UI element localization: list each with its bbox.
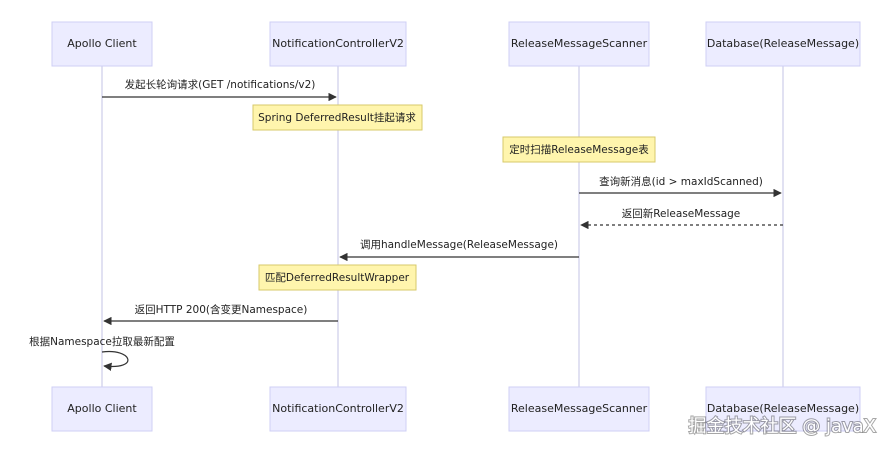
- watermark: 掘金技术社区 @ javaX: [689, 416, 877, 437]
- message-label: 调用handleMessage(ReleaseMessage): [360, 239, 558, 251]
- actor-label: ReleaseMessageScanner: [511, 402, 648, 415]
- actor-label: Database(ReleaseMessage): [707, 402, 859, 415]
- message-label: 根据Namespace拉取最新配置: [29, 335, 175, 348]
- actor-label: ReleaseMessageScanner: [511, 37, 648, 50]
- actor-client-bottom: Apollo Client: [51, 386, 153, 432]
- note-label: 定时扫描ReleaseMessage表: [509, 143, 649, 156]
- actor-db-bottom: Database(ReleaseMessage): [705, 386, 861, 432]
- note-deferred-result: Spring DeferredResult挂起请求: [252, 104, 423, 131]
- note-label: Spring DeferredResult挂起请求: [258, 111, 416, 124]
- actor-controller-bottom: NotificationControllerV2: [269, 386, 407, 432]
- actor-label: Apollo Client: [67, 402, 137, 415]
- actor-label: Apollo Client: [67, 37, 137, 50]
- actor-scanner-top: ReleaseMessageScanner: [508, 21, 650, 67]
- self-message-arrow: [101, 350, 129, 372]
- message-label: 返回新ReleaseMessage: [622, 207, 741, 220]
- actor-label: NotificationControllerV2: [272, 402, 404, 415]
- note-label: 匹配DeferredResultWrapper: [265, 272, 410, 284]
- actor-scanner-bottom: ReleaseMessageScanner: [508, 386, 650, 432]
- note-match-wrapper: 匹配DeferredResultWrapper: [258, 264, 417, 291]
- actor-controller-top: NotificationControllerV2: [269, 21, 407, 67]
- note-scan-table: 定时扫描ReleaseMessage表: [502, 136, 656, 163]
- message-label: 查询新消息(id > maxIdScanned): [599, 175, 763, 188]
- actor-db-top: Database(ReleaseMessage): [705, 21, 861, 67]
- actor-label: Database(ReleaseMessage): [707, 37, 859, 50]
- message-label: 返回HTTP 200(含变更Namespace): [135, 303, 308, 316]
- message-label: 发起长轮询请求(GET /notifications/v2): [125, 78, 316, 91]
- actor-label: NotificationControllerV2: [272, 37, 404, 50]
- actor-client-top: Apollo Client: [51, 21, 153, 67]
